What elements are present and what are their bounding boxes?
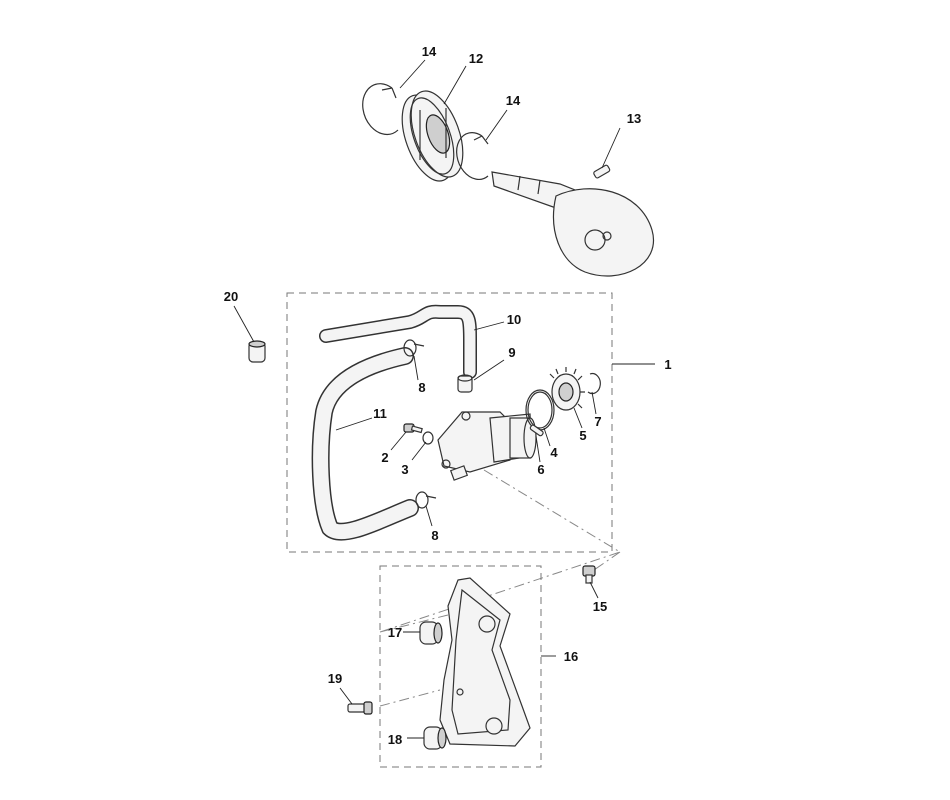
callout-16: 16: [564, 649, 578, 664]
callout-19: 19: [328, 671, 342, 686]
pulley: [401, 90, 464, 182]
callout-4: 4: [550, 445, 558, 460]
washer: [422, 431, 434, 445]
callout-labels: 1 2 3 4 5 6 7 8 8 9 10 11 12 13 14 14 15…: [224, 44, 672, 747]
hose-lower: [311, 347, 419, 541]
hose-clamp-bottom: [415, 491, 437, 509]
pump-cover: [439, 577, 531, 747]
o-ring: [525, 389, 555, 431]
oil-pump-body: [437, 411, 537, 481]
callout-5: 5: [579, 428, 586, 443]
callout-18: 18: [388, 732, 402, 747]
callout-2: 2: [381, 450, 388, 465]
callout-11: 11: [373, 406, 387, 421]
cover-bolt-19: [347, 701, 373, 715]
assembly-box: [286, 292, 613, 553]
callout-12: 12: [469, 51, 483, 66]
callout-3: 3: [401, 462, 408, 477]
gear-circlip: [587, 372, 601, 395]
hose-clamp-top: [403, 339, 425, 357]
drive-gear: [549, 367, 585, 411]
leader-lines: [233, 59, 621, 739]
drive-pin: [529, 424, 544, 437]
callout-14-left: 14: [422, 44, 437, 59]
circlip-left: [362, 83, 399, 136]
bolt-small: [403, 423, 423, 434]
shaft: [491, 171, 655, 277]
callout-1: 1: [664, 357, 671, 372]
callout-15: 15: [593, 599, 607, 614]
hose-upper: [319, 304, 477, 379]
grommet-18: [423, 726, 447, 750]
sleeve: [457, 374, 473, 393]
pin: [593, 164, 611, 179]
grommet-17: [419, 621, 443, 645]
callout-7: 7: [594, 414, 601, 429]
callout-17: 17: [388, 625, 402, 640]
cover-bolt-15: [582, 565, 596, 584]
callout-10: 10: [507, 312, 521, 327]
callout-20: 20: [224, 289, 238, 304]
callout-14-right: 14: [506, 93, 521, 108]
callout-13: 13: [627, 111, 641, 126]
callout-9: 9: [508, 345, 515, 360]
circlip-right: [456, 132, 489, 180]
cover-assembly-box: [379, 565, 542, 768]
callout-8-bottom: 8: [431, 528, 438, 543]
callout-6: 6: [537, 462, 544, 477]
callout-8-top: 8: [418, 380, 425, 395]
bushing: [248, 340, 266, 363]
